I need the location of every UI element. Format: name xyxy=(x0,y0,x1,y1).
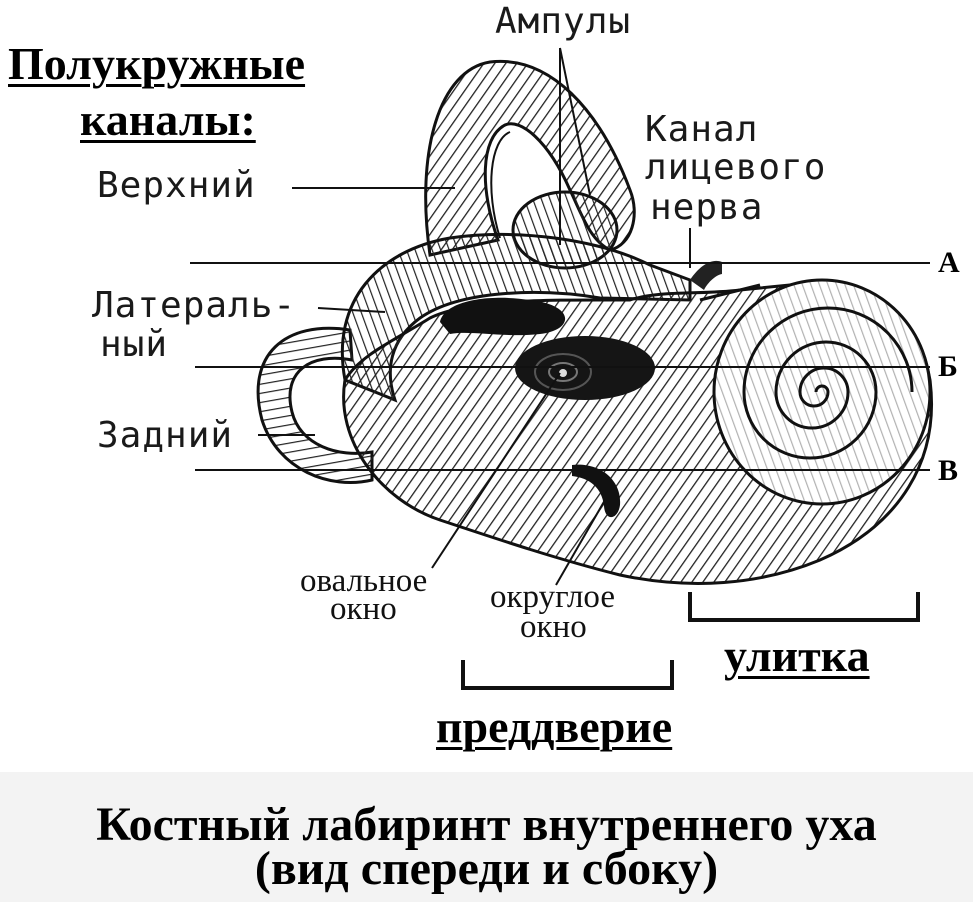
heading-canals: каналы: xyxy=(80,94,256,145)
letter-a: А xyxy=(938,246,960,279)
label-superior: Верхний xyxy=(97,165,256,206)
label-lateral-2: ный xyxy=(100,324,169,365)
reference-lines xyxy=(190,262,930,471)
label-posterior: Задний xyxy=(97,415,234,456)
lateral-canal-opening xyxy=(440,297,566,336)
cochlea-bracket xyxy=(688,592,920,622)
vestibule-bracket xyxy=(461,660,674,690)
round-window xyxy=(572,464,621,518)
cochlea-spiral xyxy=(712,278,932,506)
heading-vestibule: преддверие xyxy=(436,701,673,752)
label-round-window-2: окно xyxy=(520,609,587,645)
caption-line-2: (вид спереди и сбоку) xyxy=(254,842,719,895)
label-facial-canal-1: Канал xyxy=(645,109,759,150)
leader-lines xyxy=(258,47,691,586)
caption-line-1: Костный лабиринт внутреннего уха xyxy=(96,798,877,851)
facial-nerve-canal xyxy=(690,260,761,302)
label-lateral-1: Латераль- xyxy=(92,285,297,326)
letter-b: Б xyxy=(938,350,958,383)
label-facial-canal-2: лицевого xyxy=(645,147,827,188)
letter-v: В xyxy=(938,454,959,487)
heading-cochlea: улитка xyxy=(724,630,870,681)
label-facial-canal-3: нерва xyxy=(650,187,764,228)
label-oval-window-1: овальное xyxy=(300,563,428,599)
label-ampullae: Ампулы xyxy=(495,1,632,42)
caption-band xyxy=(0,772,973,902)
heading-semicircular-canals: Полукружные xyxy=(8,38,306,89)
label-oval-window-2: окно xyxy=(330,591,397,627)
label-round-window-1: округлое xyxy=(490,579,615,615)
